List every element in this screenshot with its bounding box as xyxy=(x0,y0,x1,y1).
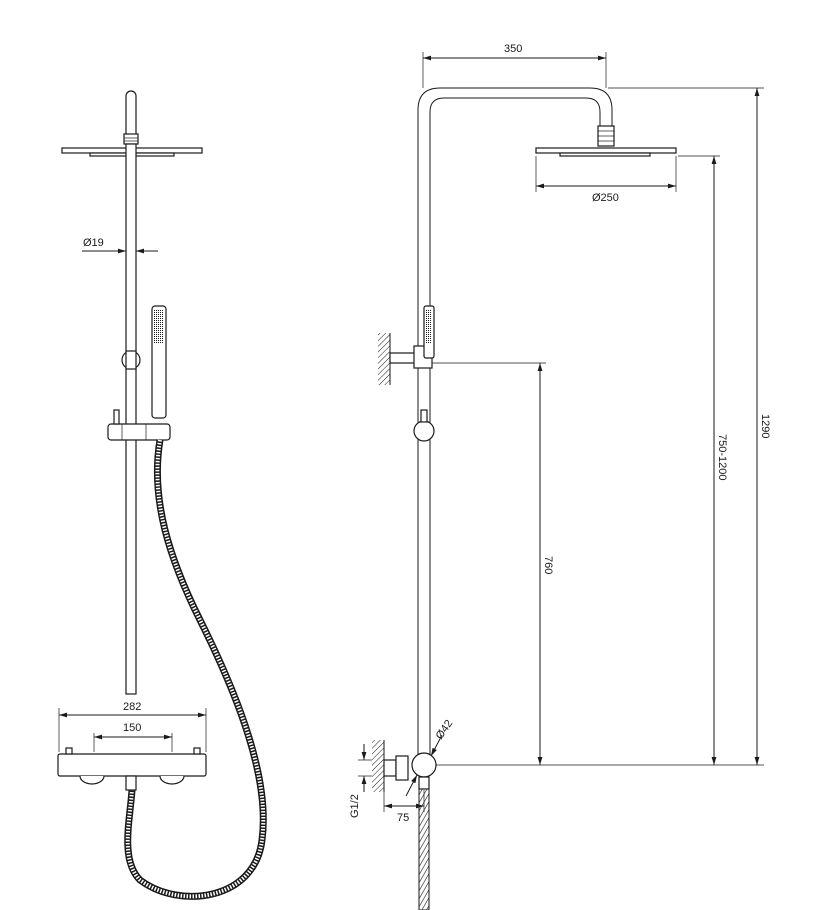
front-rod-diameter-label: Ø19 xyxy=(83,237,104,249)
side-riser-arm xyxy=(417,87,613,760)
side-inlet-elbow xyxy=(411,752,437,778)
front-riser-rod xyxy=(125,143,137,695)
side-view: 350 Ø250 760 750-1200 1290 xyxy=(349,43,771,910)
side-head-diameter-label: Ø250 xyxy=(592,192,619,204)
front-mixer-outer-width-label: 282 xyxy=(123,701,141,713)
front-mixer-body xyxy=(57,753,207,777)
side-adjustable-height-label: 750-1200 xyxy=(716,434,728,481)
front-mixer-inner-width-label: 150 xyxy=(123,722,141,734)
front-slider xyxy=(107,423,171,441)
side-total-height-label: 1290 xyxy=(759,414,771,438)
side-inlet-diameter-dim-line xyxy=(430,734,443,757)
side-inlet-fitting xyxy=(383,759,397,777)
front-rod-top xyxy=(125,90,137,136)
side-inlet-offset-label: 75 xyxy=(397,812,409,824)
side-wall-hatch-lower xyxy=(372,740,384,792)
side-inlet-diameter-label: Ø42 xyxy=(434,718,456,742)
side-arm-reach-label: 350 xyxy=(504,43,522,55)
side-slider-knob xyxy=(413,420,435,442)
side-rain-head xyxy=(535,147,677,154)
front-head-connector xyxy=(123,133,139,145)
side-hose xyxy=(418,788,430,910)
front-view: Ø19 282 150 xyxy=(57,90,267,900)
side-wall-hatch-upper xyxy=(378,333,390,385)
front-hand-shower-nozzles xyxy=(154,310,164,344)
side-bracket-height-label: 760 xyxy=(542,556,554,574)
side-inlet-thread-label: G1/2 xyxy=(349,794,361,818)
front-hose xyxy=(124,439,267,900)
